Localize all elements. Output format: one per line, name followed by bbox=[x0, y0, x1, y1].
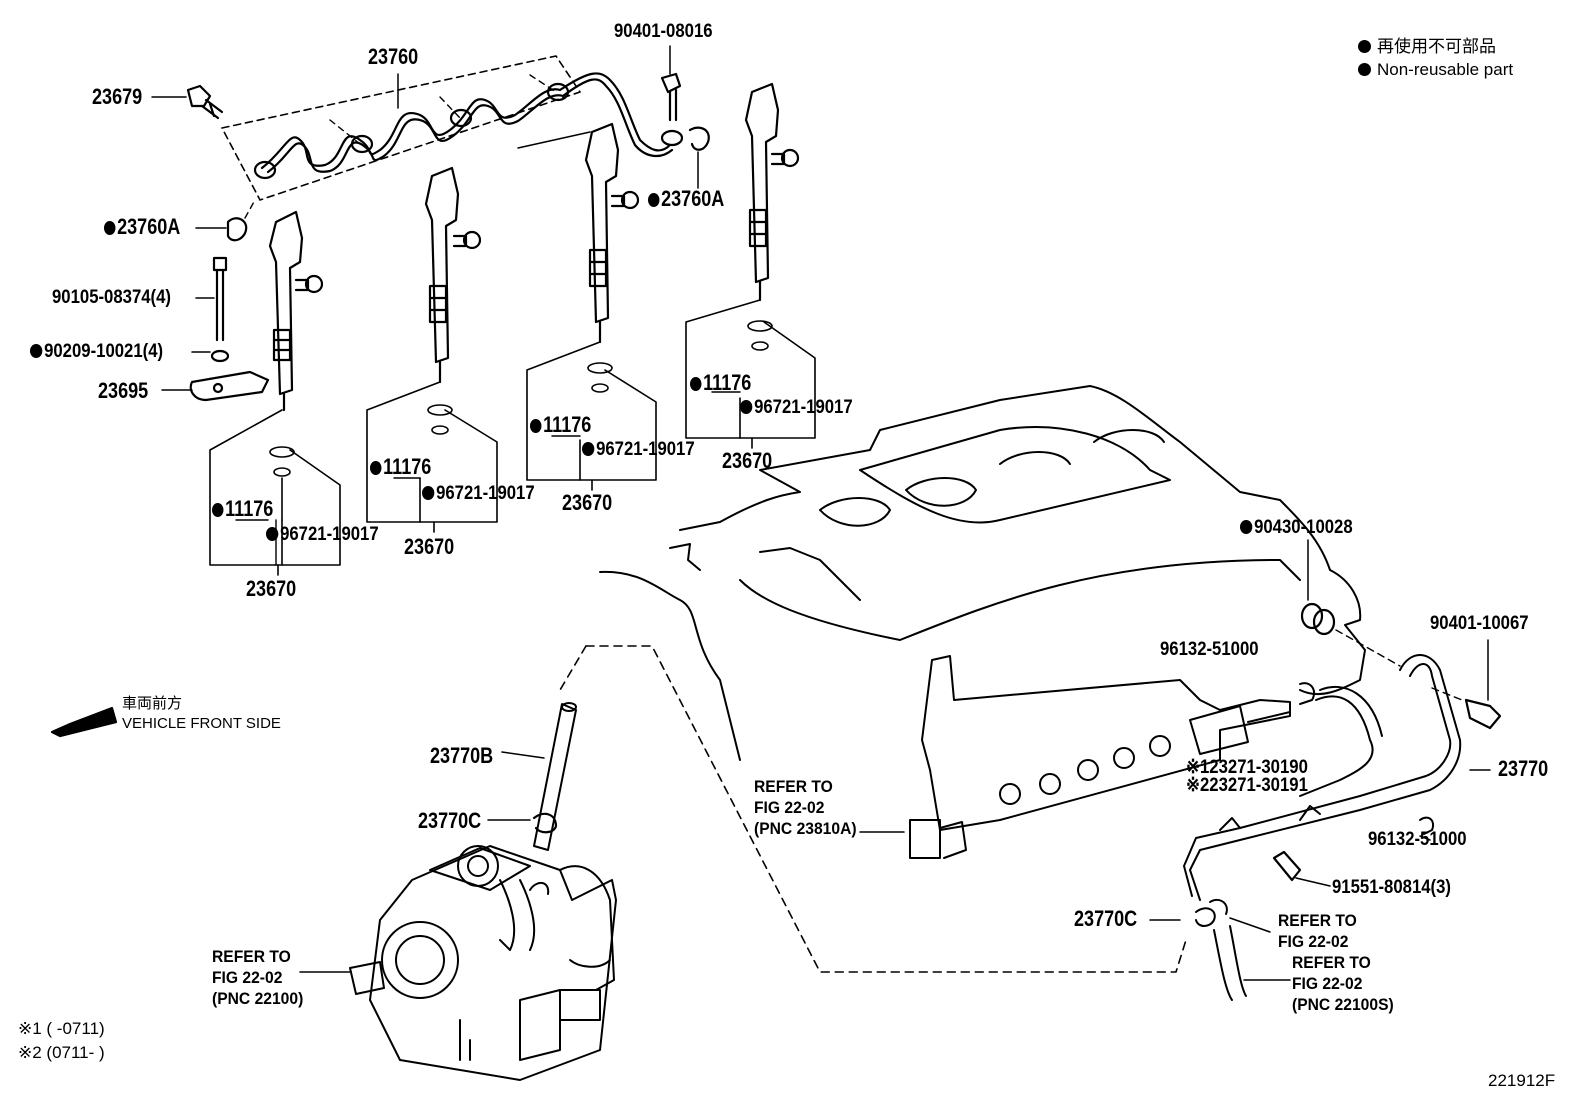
label-inj3-11176[interactable]: 11176 bbox=[530, 414, 591, 436]
label-inj3-96721-text: 96721-19017 bbox=[596, 439, 695, 460]
injector-4 bbox=[744, 82, 800, 302]
ref-rail-line1: REFER TO bbox=[754, 777, 833, 796]
ref-rail-line3: (PNC 23810A) bbox=[754, 819, 857, 838]
label-23271-30190[interactable]: ※123271-30190 bbox=[1186, 757, 1308, 778]
seal-kit-bracket-3 bbox=[526, 341, 657, 491]
label-23770[interactable]: 23770 bbox=[1498, 756, 1549, 781]
bolt-90401-08016 bbox=[660, 45, 682, 122]
clip-23770C-left bbox=[487, 812, 558, 834]
return-hose-right bbox=[1149, 898, 1291, 1001]
leak-pipe-23760 bbox=[221, 55, 674, 201]
note-1: ※1 ( -0711) bbox=[18, 1019, 105, 1038]
union-bolt-23679 bbox=[151, 84, 224, 120]
label-inj4-11176-text: 11176 bbox=[703, 370, 752, 395]
label-23760A-left[interactable]: 23760A bbox=[104, 216, 180, 238]
fuel-rail bbox=[859, 655, 1291, 859]
label-23679[interactable]: 23679 bbox=[92, 84, 143, 109]
label-inj4-23670[interactable]: 23670 bbox=[722, 448, 773, 473]
fuel-pipe-23770 bbox=[1183, 654, 1491, 901]
label-inj1-96721[interactable]: 96721-19017 bbox=[266, 525, 379, 544]
washer-90209 bbox=[191, 349, 230, 363]
front-arrow bbox=[50, 706, 118, 738]
injector-1 bbox=[268, 210, 324, 412]
ref-pump-line3: (PNC 22100) bbox=[212, 989, 304, 1008]
ref-fig-22-02-b[interactable]: REFER TO FIG 22-02 (PNC 22100S) bbox=[1292, 952, 1394, 1015]
clamp-23760A-left bbox=[195, 199, 256, 242]
label-90430-text: 90430-10028 bbox=[1254, 517, 1353, 538]
label-inj3-96721[interactable]: 96721-19017 bbox=[582, 440, 695, 459]
label-23760A-top-text: 23760A bbox=[661, 186, 725, 211]
label-90209-text: 90209-10021(4) bbox=[44, 341, 164, 362]
label-96132-51000-top[interactable]: 96132-51000 bbox=[1160, 639, 1259, 660]
ref-pump-line2: FIG 22-02 bbox=[212, 968, 283, 987]
label-inj4-96721[interactable]: 96721-19017 bbox=[740, 398, 853, 417]
label-96132-51000-bottom[interactable]: 96132-51000 bbox=[1368, 829, 1467, 850]
ref-fuel-rail[interactable]: REFER TO FIG 22-02 (PNC 23810A) bbox=[754, 776, 857, 839]
label-inj1-11176[interactable]: 11176 bbox=[212, 498, 273, 520]
label-inj1-11176-text: 11176 bbox=[225, 496, 274, 521]
vehicle-front-en: VEHICLE FRONT SIDE bbox=[122, 715, 281, 732]
label-inj3-23670[interactable]: 23670 bbox=[562, 490, 613, 515]
seal-kit-bracket-2 bbox=[366, 381, 498, 533]
legend: 再使用不可部品 Non-reusable part bbox=[1358, 38, 1513, 78]
legend-jp: 再使用不可部品 bbox=[1377, 37, 1496, 56]
figure-code: 221912F bbox=[1488, 1071, 1556, 1090]
gasket-23760A-top bbox=[660, 126, 710, 189]
vehicle-front-label: 車両前方 VEHICLE FRONT SIDE bbox=[122, 694, 281, 734]
label-23770C-left[interactable]: 23770C bbox=[418, 808, 482, 833]
label-23695[interactable]: 23695 bbox=[98, 378, 149, 403]
legend-en: Non-reusable part bbox=[1377, 60, 1514, 79]
clamp-23695 bbox=[161, 370, 270, 402]
injector-3 bbox=[517, 122, 640, 344]
engine-head-outline bbox=[599, 385, 1366, 761]
hose-23770B bbox=[501, 702, 577, 851]
bolt-91551 bbox=[1272, 850, 1331, 887]
label-90209-10021[interactable]: 90209-10021(4) bbox=[30, 342, 163, 361]
ref-fig-22-02-a[interactable]: REFER TO FIG 22-02 bbox=[1278, 910, 1357, 952]
label-inj1-23670[interactable]: 23670 bbox=[246, 576, 297, 601]
hose-route-dashed bbox=[585, 645, 1187, 973]
label-23271-30191[interactable]: ※223271-30191 bbox=[1186, 775, 1308, 796]
ref-rail-line2: FIG 22-02 bbox=[754, 798, 825, 817]
note-2: ※2 (0711- ) bbox=[18, 1043, 105, 1062]
label-23760[interactable]: 23760 bbox=[368, 44, 419, 69]
label-inj4-11176[interactable]: 11176 bbox=[690, 372, 751, 394]
label-90105-08374[interactable]: 90105-08374(4) bbox=[52, 287, 171, 308]
label-23760A-top[interactable]: 23760A bbox=[648, 188, 724, 210]
label-90430-10028[interactable]: 90430-10028 bbox=[1240, 518, 1353, 537]
label-91551-80814[interactable]: 91551-80814(3) bbox=[1332, 877, 1451, 898]
label-inj2-11176-text: 11176 bbox=[383, 454, 432, 479]
ref-fig1-line1: REFER TO bbox=[1278, 911, 1357, 930]
label-inj3-11176-text: 11176 bbox=[543, 412, 592, 437]
ref-fig1-line2: FIG 22-02 bbox=[1278, 932, 1349, 951]
label-inj2-11176[interactable]: 11176 bbox=[370, 456, 431, 478]
label-inj4-96721-text: 96721-19017 bbox=[754, 397, 853, 418]
ref-fig2-line1: REFER TO bbox=[1292, 953, 1371, 972]
ref-supply-pump[interactable]: REFER TO FIG 22-02 (PNC 22100) bbox=[212, 946, 303, 1009]
bolt-90401-10067 bbox=[1431, 639, 1502, 730]
label-23770C-right[interactable]: 23770C bbox=[1074, 906, 1138, 931]
label-23760A-left-text: 23760A bbox=[117, 214, 181, 239]
ref-fig2-line2: FIG 22-02 bbox=[1292, 974, 1363, 993]
label-90401-10067[interactable]: 90401-10067 bbox=[1430, 613, 1529, 634]
ref-fig2-line3: (PNC 22100S) bbox=[1292, 995, 1394, 1014]
bolt-90105 bbox=[195, 256, 228, 342]
seal-kit-bracket-1 bbox=[209, 409, 341, 576]
injector-2 bbox=[424, 166, 482, 384]
vehicle-front-jp: 車両前方 bbox=[122, 695, 183, 712]
label-inj2-96721[interactable]: 96721-19017 bbox=[422, 484, 535, 503]
supply-pump bbox=[299, 845, 617, 1081]
label-90401-08016[interactable]: 90401-08016 bbox=[614, 21, 713, 42]
gasket-90430 bbox=[1300, 539, 1401, 667]
label-23770B[interactable]: 23770B bbox=[430, 743, 494, 768]
label-inj2-96721-text: 96721-19017 bbox=[436, 483, 535, 504]
hose-route-dashed-2 bbox=[559, 645, 587, 691]
label-inj1-96721-text: 96721-19017 bbox=[280, 524, 379, 545]
ref-pump-line1: REFER TO bbox=[212, 947, 291, 966]
label-inj2-23670[interactable]: 23670 bbox=[404, 534, 455, 559]
